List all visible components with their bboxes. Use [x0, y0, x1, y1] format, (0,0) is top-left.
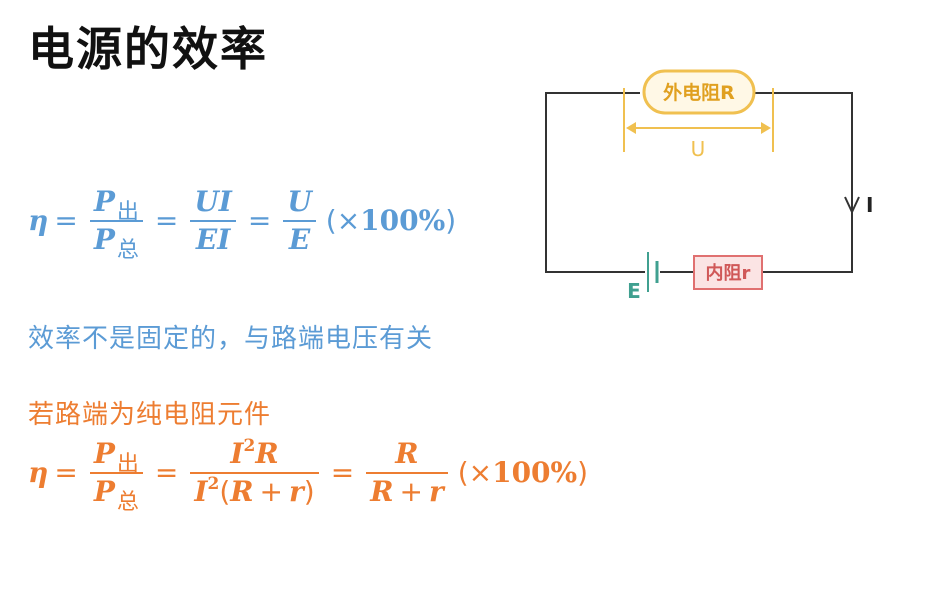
efficiency-note: 效率不是固定的，与路端电压有关	[28, 324, 434, 354]
equals-sign: =	[54, 456, 78, 489]
ui-ei-fraction: UI EI	[190, 188, 236, 254]
output-subscript: 出	[116, 452, 139, 477]
wire-top-right	[754, 92, 853, 273]
total-subscript: 总	[116, 490, 139, 515]
internal-resistor	[693, 255, 763, 290]
current-label: I	[866, 193, 873, 217]
resistance-ratio-fraction: R R+r	[366, 440, 448, 506]
equals-sign: =	[247, 204, 272, 237]
power-symbol: P	[93, 437, 115, 470]
percent-factor: (×100%)	[325, 204, 457, 237]
circuit-wires	[545, 92, 853, 273]
fraction-bar	[89, 472, 143, 474]
u-e-fraction: U E	[283, 185, 316, 256]
voltage-arrow-left-icon	[626, 122, 636, 134]
fraction-bar	[190, 472, 319, 474]
power-symbol: P	[93, 475, 115, 508]
eta-symbol: η	[28, 204, 49, 237]
wire-top-left	[545, 92, 645, 273]
fraction-numerator: UI	[194, 185, 232, 218]
fraction-bar	[283, 220, 316, 222]
voltage-arrow-right-icon	[761, 122, 771, 134]
fraction-denominator: E	[288, 223, 311, 256]
voltage-label: U	[691, 137, 706, 161]
emf-label: E	[627, 279, 641, 303]
eta-symbol: η	[28, 456, 49, 489]
equals-sign: =	[54, 204, 78, 237]
current-arrow-icon	[844, 196, 860, 215]
equals-sign: =	[154, 456, 179, 489]
fraction-bar	[89, 220, 143, 222]
total-subscript: 总	[116, 238, 139, 263]
external-resistor-label: 外电阻R	[663, 81, 735, 104]
voltage-span	[623, 88, 774, 152]
fraction-numerator: U	[287, 185, 312, 218]
page-title: 电源的效率	[28, 22, 268, 76]
power-symbol: P	[93, 185, 115, 218]
external-resistor	[642, 69, 756, 115]
fraction-denominator: EI	[195, 223, 231, 256]
output-subscript: 出	[116, 200, 139, 225]
equals-sign: =	[330, 456, 355, 489]
fraction-bar	[366, 472, 448, 474]
power-symbol: P	[93, 223, 115, 256]
pure-resistor-condition: 若路端为纯电阻元件	[28, 400, 272, 430]
percent-factor: (×100%)	[457, 456, 589, 489]
internal-resistor-label: 内阻r	[706, 262, 751, 284]
fraction-bar	[190, 220, 236, 222]
equals-sign: =	[154, 204, 179, 237]
